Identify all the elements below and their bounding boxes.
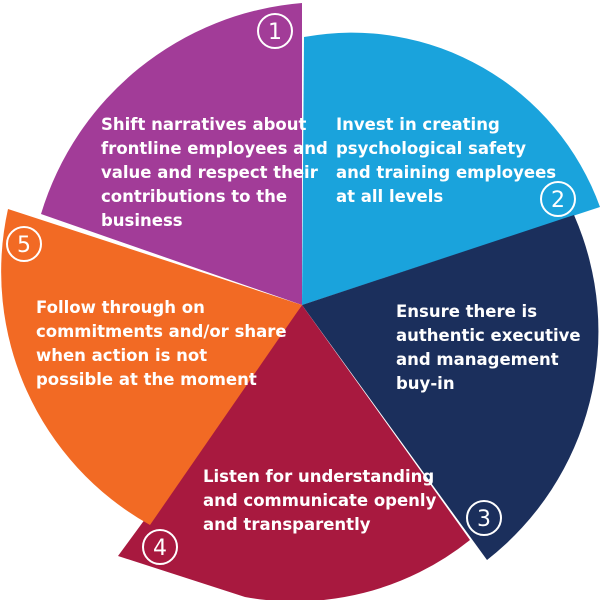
segment-1-number-badge: 1 <box>257 13 293 49</box>
segment-5-line: when action is not <box>36 346 207 365</box>
segment-1-number: 1 <box>268 20 282 45</box>
segment-2-line: psychological safety <box>336 139 526 158</box>
segment-4-line: and communicate openly <box>203 491 437 510</box>
segment-4-number: 4 <box>153 536 167 561</box>
segment-1-line: business <box>101 211 183 230</box>
segment-3-line: buy-in <box>396 374 455 393</box>
segment-5-number: 5 <box>17 233 31 258</box>
segment-1-line: value and respect their <box>101 163 319 182</box>
segment-4-line: Listen for understanding <box>203 467 434 486</box>
segment-4-wedge <box>118 305 470 600</box>
segment-1-line: Shift narratives about <box>101 115 306 134</box>
segment-4-line: and transparently <box>203 515 371 534</box>
segment-5-number-badge: 5 <box>6 226 42 262</box>
segment-3-text: Ensure there is authentic executive and … <box>396 302 586 393</box>
segment-3-line: Ensure there is <box>396 302 537 321</box>
segment-4-number-badge: 4 <box>142 529 178 565</box>
segment-2-text: Invest in creating psychological safety … <box>336 115 562 206</box>
segment-4-text: Listen for understanding and communicate… <box>203 467 442 534</box>
segment-2-number: 2 <box>551 188 565 213</box>
segment-2-number-badge: 2 <box>540 181 576 217</box>
segment-5-line: Follow through on <box>36 298 205 317</box>
segment-1-line: contributions to the <box>101 187 287 206</box>
segment-3-line: authentic executive <box>396 326 581 345</box>
segment-5-wedge <box>1 209 302 525</box>
segment-5-text: Follow through on commitments and/or sha… <box>36 298 292 389</box>
segment-1-text: Shift narratives about frontline employe… <box>101 115 334 230</box>
segment-3-number: 3 <box>477 507 491 532</box>
segment-2-line: at all levels <box>336 187 443 206</box>
segment-1-line: frontline employees and <box>101 139 328 158</box>
segment-5-line: possible at the moment <box>36 370 257 389</box>
segment-3-number-badge: 3 <box>466 500 502 536</box>
segment-5-line: commitments and/or share <box>36 322 287 341</box>
segment-3-line: and management <box>396 350 559 369</box>
segment-1-wedge <box>41 3 302 305</box>
segment-2-line: Invest in creating <box>336 115 500 134</box>
segment-3-wedge <box>302 215 599 560</box>
segment-2-line: and training employees <box>336 163 556 182</box>
segment-2-wedge <box>302 32 600 306</box>
